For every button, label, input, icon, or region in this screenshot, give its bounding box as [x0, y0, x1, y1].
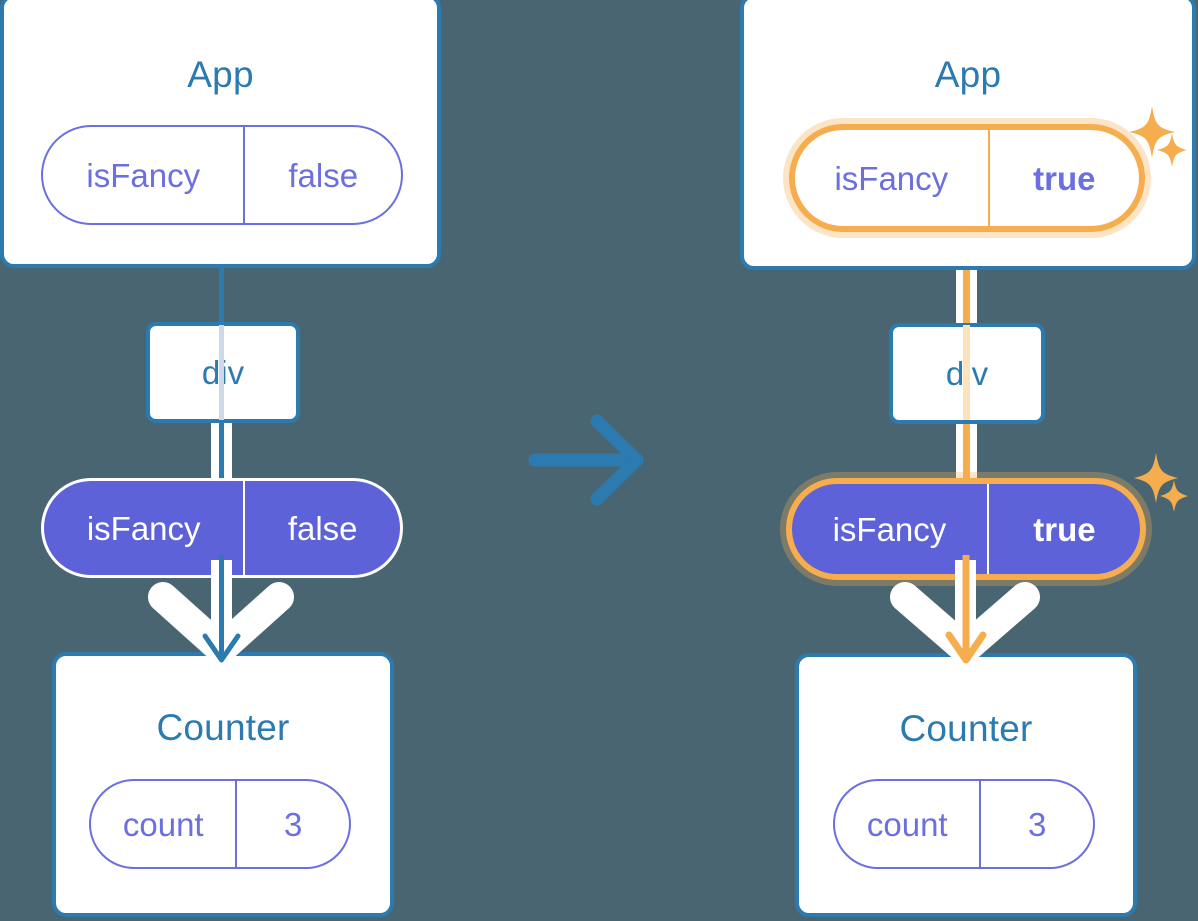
connector-div-to-props-right	[963, 420, 970, 488]
counter-title-after: Counter	[899, 708, 1033, 749]
connector-div-to-props-left	[219, 420, 224, 488]
props-pill-after: isFancy true	[786, 478, 1146, 580]
app-state-name-before: isFancy	[86, 156, 201, 194]
connector-app-to-div-left-solid	[219, 267, 224, 323]
app-title-after: App	[934, 54, 1002, 95]
counter-state-pill-before: count 3	[89, 779, 351, 869]
sparkle-large-icon	[1134, 453, 1178, 503]
props-pill-before: isFancy false	[41, 478, 403, 578]
counter-state-pill-after: count 3	[833, 779, 1095, 869]
props-name-before: isFancy	[86, 509, 201, 547]
props-value-after: true	[986, 484, 1140, 574]
counter-state-value-after: 3	[979, 781, 1093, 867]
counter-state-name-before: count	[122, 805, 204, 843]
connector-through-div-right	[963, 325, 970, 420]
connector-through-div-left	[219, 325, 224, 420]
app-state-value-after: true	[987, 130, 1139, 226]
app-title-before: App	[187, 54, 254, 95]
app-state-value-before: false	[243, 127, 401, 223]
app-state-pill-before: isFancy false	[41, 125, 403, 225]
sparkle-small-icon	[1160, 480, 1188, 512]
counter-state-value-before: 3	[235, 781, 349, 867]
app-state-pill-after: isFancy true	[789, 124, 1145, 232]
props-value-before: false	[243, 481, 400, 575]
counter-title-before: Counter	[156, 707, 290, 748]
counter-state-name-after: count	[866, 805, 948, 843]
right-arrow-icon	[528, 414, 644, 506]
props-name-after: isFancy	[832, 510, 947, 548]
app-state-name-after: isFancy	[834, 159, 949, 197]
